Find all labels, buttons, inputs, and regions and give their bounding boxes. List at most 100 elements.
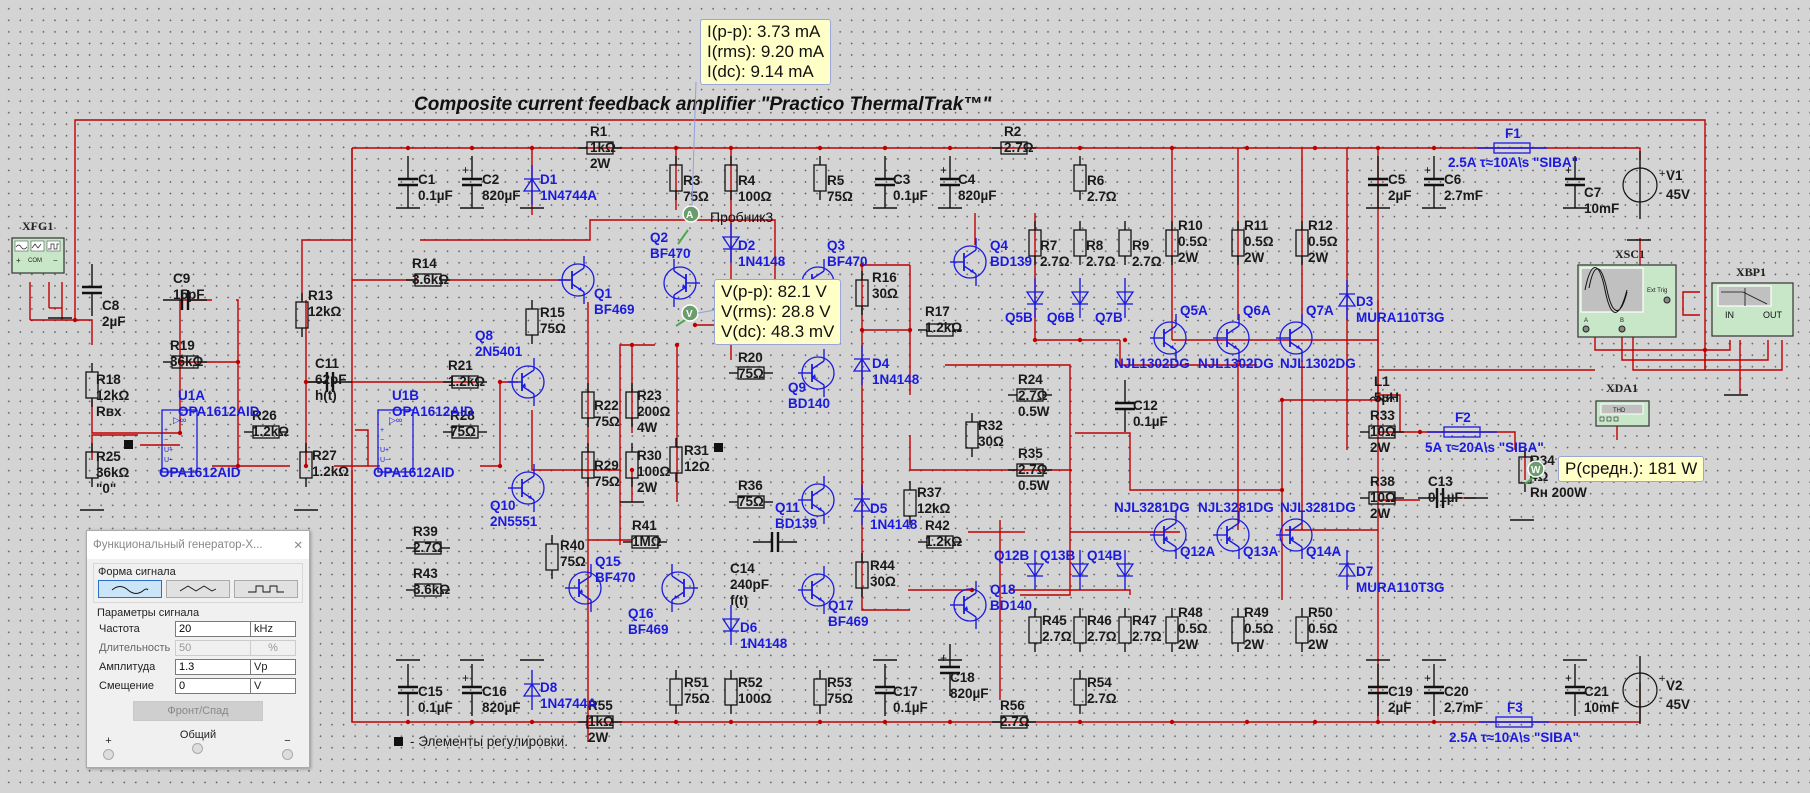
distortion-analyzer-xda1[interactable]: XDA1 THD	[1595, 381, 1650, 427]
transistor-q8[interactable]	[508, 358, 545, 406]
capacitor-c11[interactable]	[308, 372, 352, 392]
resistor-r47[interactable]	[1118, 608, 1132, 652]
transistor-q10[interactable]	[508, 464, 545, 512]
transistor-q6a[interactable]	[1213, 314, 1250, 362]
capacitor-c18[interactable]: +	[940, 644, 960, 696]
dialog-titlebar[interactable]: Функциональный генератор-X... ✕	[87, 531, 309, 559]
transistor-q4[interactable]	[950, 238, 987, 286]
resistor-r56[interactable]	[992, 715, 1036, 729]
diode-d1[interactable]	[522, 165, 542, 205]
resistor-r20[interactable]	[729, 366, 773, 380]
capacitor-c21[interactable]: +	[1565, 664, 1585, 716]
transistor-q1[interactable]	[558, 256, 595, 304]
transistor-q14a[interactable]	[1276, 511, 1313, 559]
resistor-r41[interactable]	[623, 535, 667, 549]
resistor-r5[interactable]	[813, 156, 827, 200]
transistor-q5a[interactable]	[1150, 314, 1187, 362]
opamp-u1b[interactable]: ▷∞+−U+U−	[377, 409, 414, 473]
transistor-q7a[interactable]	[1276, 314, 1313, 362]
resistor-r11[interactable]	[1231, 221, 1245, 265]
capacitor-c7[interactable]: +	[1565, 156, 1585, 208]
ammeter-probe-icon[interactable]: A Пробник3	[677, 205, 773, 245]
resistor-r28[interactable]	[443, 425, 487, 439]
resistor-r48[interactable]	[1165, 608, 1179, 652]
resistor-r55[interactable]	[578, 715, 622, 729]
resistor-r32[interactable]	[965, 413, 979, 457]
resistor-r30[interactable]	[625, 443, 639, 487]
capacitor-c19[interactable]	[1368, 664, 1388, 716]
capacitor-c8[interactable]	[82, 264, 102, 316]
capacitor-c16[interactable]: +	[462, 664, 482, 716]
diode-d6[interactable]	[721, 605, 741, 645]
transistor-q9[interactable]	[798, 349, 835, 397]
diode-q5b[interactable]	[1025, 278, 1045, 318]
ext-trig-terminal[interactable]	[1663, 296, 1671, 304]
resistor-r10[interactable]	[1165, 221, 1179, 265]
bode-plotter-xbp1[interactable]: XBP1 IN OUT	[1711, 265, 1794, 337]
resistor-r40[interactable]	[545, 535, 559, 579]
resistor-r17[interactable]	[918, 323, 962, 337]
resistor-r24[interactable]	[1008, 388, 1052, 402]
resistor-r35[interactable]	[1008, 463, 1052, 477]
capacitor-c1[interactable]	[398, 156, 418, 208]
diode-q14b[interactable]	[1115, 550, 1135, 590]
frequency-input[interactable]	[175, 621, 251, 637]
resistor-r23[interactable]	[625, 383, 639, 427]
resistor-r16[interactable]	[855, 271, 869, 315]
fuse-f2[interactable]	[1427, 426, 1497, 438]
resistor-r49[interactable]	[1231, 608, 1245, 652]
oscilloscope-xsc1[interactable]: XSC1 Ext Trig A B	[1577, 247, 1677, 338]
resistor-r50[interactable]	[1295, 608, 1309, 652]
transistor-q12a[interactable]	[1150, 511, 1187, 559]
resistor-r42[interactable]	[918, 535, 962, 549]
resistor-r19[interactable]	[163, 355, 207, 369]
resistor-r43[interactable]	[406, 583, 450, 597]
diode-d7[interactable]	[1337, 550, 1357, 590]
transistor-q17[interactable]	[798, 566, 835, 614]
resistor-r26[interactable]	[244, 425, 288, 439]
capacitor-c13[interactable]	[1418, 488, 1462, 508]
capacitor-c4[interactable]: +	[940, 156, 960, 208]
resistor-r18[interactable]	[85, 363, 99, 407]
resistor-r53[interactable]	[813, 670, 827, 714]
transistor-q11[interactable]	[798, 476, 835, 524]
transistor-q18[interactable]	[950, 581, 987, 629]
diode-d5[interactable]	[852, 485, 872, 525]
resistor-r3[interactable]	[669, 156, 683, 200]
voltage-source-v1[interactable]: +-	[1622, 151, 1665, 219]
resistor-r37[interactable]	[903, 481, 917, 525]
function-generator-xfg1[interactable]: XFG1 + COM −	[11, 219, 65, 274]
frequency-unit-select[interactable]: kHz	[250, 621, 296, 637]
transistor-q2[interactable]	[663, 259, 700, 307]
channel-a-terminal[interactable]	[1582, 325, 1590, 333]
resistor-r29[interactable]	[581, 443, 595, 487]
diode-q7b[interactable]	[1115, 278, 1135, 318]
diode-q6b[interactable]	[1070, 278, 1090, 318]
resistor-r8[interactable]	[1073, 221, 1087, 265]
resistor-r45[interactable]	[1028, 608, 1042, 652]
diode-q13b[interactable]	[1070, 550, 1090, 590]
inductor-l1[interactable]	[1369, 396, 1395, 402]
capacitor-c6[interactable]: +	[1424, 156, 1444, 208]
capacitor-c2[interactable]: +	[462, 156, 482, 208]
resistor-r27[interactable]	[299, 443, 313, 487]
offset-unit-select[interactable]: V	[250, 678, 296, 694]
resistor-r39[interactable]	[406, 541, 450, 555]
voltage-source-v2[interactable]: +-	[1622, 656, 1665, 724]
capacitor-c17[interactable]	[875, 664, 895, 716]
function-generator-dialog[interactable]: Функциональный генератор-X... ✕ Форма си…	[86, 530, 310, 768]
resistor-r7[interactable]	[1028, 221, 1042, 265]
voltmeter-probe-icon[interactable]: V	[675, 304, 699, 327]
resistor-r46[interactable]	[1073, 608, 1087, 652]
resistor-r12[interactable]	[1295, 221, 1309, 265]
resistor-r54[interactable]	[1073, 670, 1087, 714]
terminal-common[interactable]: Общий	[180, 729, 216, 762]
resistor-r4[interactable]	[724, 156, 738, 200]
resistor-r52[interactable]	[724, 670, 738, 714]
wattmeter-probe-icon[interactable]: W	[1524, 460, 1545, 485]
resistor-r31[interactable]	[669, 438, 683, 482]
resistor-r9[interactable]	[1118, 221, 1132, 265]
resistor-r38[interactable]	[1360, 491, 1404, 505]
resistor-r21[interactable]	[443, 375, 487, 389]
